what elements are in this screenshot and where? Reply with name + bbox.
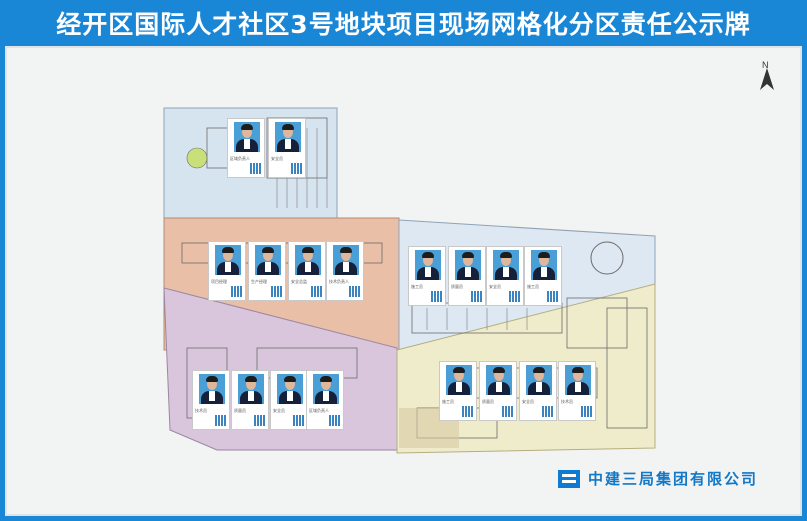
staff-photo [313,374,339,404]
staff-role: 安全员 [273,408,285,413]
staff-role: 区域负责人 [309,408,329,413]
staff-photo [199,374,225,404]
staff-role: 项目经理 [211,279,227,284]
staff-role: 施工员 [527,284,539,289]
roundabout [590,241,624,275]
personnel-card: 施工员 [439,361,477,421]
staff-role: 施工员 [411,284,423,289]
staff-role: 技术员 [195,408,207,413]
staff-photo [526,365,552,395]
personnel-card: 安全总监 [288,241,326,301]
staff-role: 施工员 [442,399,454,404]
north-arrow-icon [760,68,774,90]
staff-photo [455,250,481,280]
staff-photo [277,374,303,404]
staff-role: 安全员 [271,156,283,161]
personnel-card: 技术员 [558,361,596,421]
personnel-card: 生产经理 [248,241,286,301]
qr-code-icon [250,163,261,174]
staff-photo [531,250,557,280]
company-branding: 中建三局集团有限公司 [558,468,758,489]
staff-role: 安全员 [522,399,534,404]
staff-photo [493,250,519,280]
staff-role: 安全员 [489,284,501,289]
personnel-card: 质量员 [479,361,517,421]
staff-role: 技术负责人 [329,279,349,284]
staff-role: 生产经理 [251,279,267,284]
cscec-logo-icon [558,469,580,488]
personnel-card: 项目经理 [208,241,246,301]
personnel-card: 技术员 [192,370,230,430]
staff-role: 区域负责人 [230,156,250,161]
qr-code-icon [291,163,302,174]
personnel-card: 质量员 [448,246,486,306]
compass: N [755,60,779,96]
staff-role: 安全总监 [291,279,307,284]
qr-code-icon [509,291,520,302]
staff-photo [333,245,359,275]
staff-role: 技术员 [561,399,573,404]
qr-code-icon [215,415,226,426]
personnel-card: 施工员 [524,246,562,306]
site-plan-map [163,107,656,454]
compass-label: N [762,60,769,70]
staff-photo [275,122,301,152]
qr-code-icon [311,286,322,297]
qr-code-icon [349,286,360,297]
qr-code-icon [231,286,242,297]
personnel-card: 安全员 [270,370,308,430]
qr-code-icon [271,286,282,297]
staff-role: 质量员 [451,284,463,289]
qr-code-icon [502,406,513,417]
personnel-card: 安全员 [519,361,557,421]
staff-photo [238,374,264,404]
staff-photo [565,365,591,395]
staff-photo [295,245,321,275]
page-title: 经开区国际人才社区3号地块项目现场网格化分区责任公示牌 [56,10,751,39]
site-plan-panel: N 区域负责人 安全员 项目经理 生产经理 安全总监 技术负责人 施工员 质量 [5,46,802,516]
personnel-card: 安全员 [268,118,306,178]
qr-code-icon [254,415,265,426]
qr-code-icon [329,415,340,426]
staff-photo [446,365,472,395]
personnel-card: 质量员 [231,370,269,430]
staff-role: 质量员 [482,399,494,404]
personnel-card: 施工员 [408,246,446,306]
qr-code-icon [542,406,553,417]
personnel-card: 技术负责人 [326,241,364,301]
qr-code-icon [471,291,482,302]
garden-plaza [186,147,208,169]
personnel-card: 区域负责人 [227,118,265,178]
company-name: 中建三局集团有限公司 [588,470,759,488]
qr-code-icon [547,291,558,302]
staff-photo [215,245,241,275]
staff-photo [486,365,512,395]
qr-code-icon [462,406,473,417]
personnel-card: 区域负责人 [306,370,344,430]
staff-photo [415,250,441,280]
qr-code-icon [293,415,304,426]
qr-code-icon [581,406,592,417]
qr-code-icon [431,291,442,302]
staff-photo [234,122,260,152]
personnel-card: 安全员 [486,246,524,306]
staff-photo [255,245,281,275]
staff-role: 质量员 [234,408,246,413]
